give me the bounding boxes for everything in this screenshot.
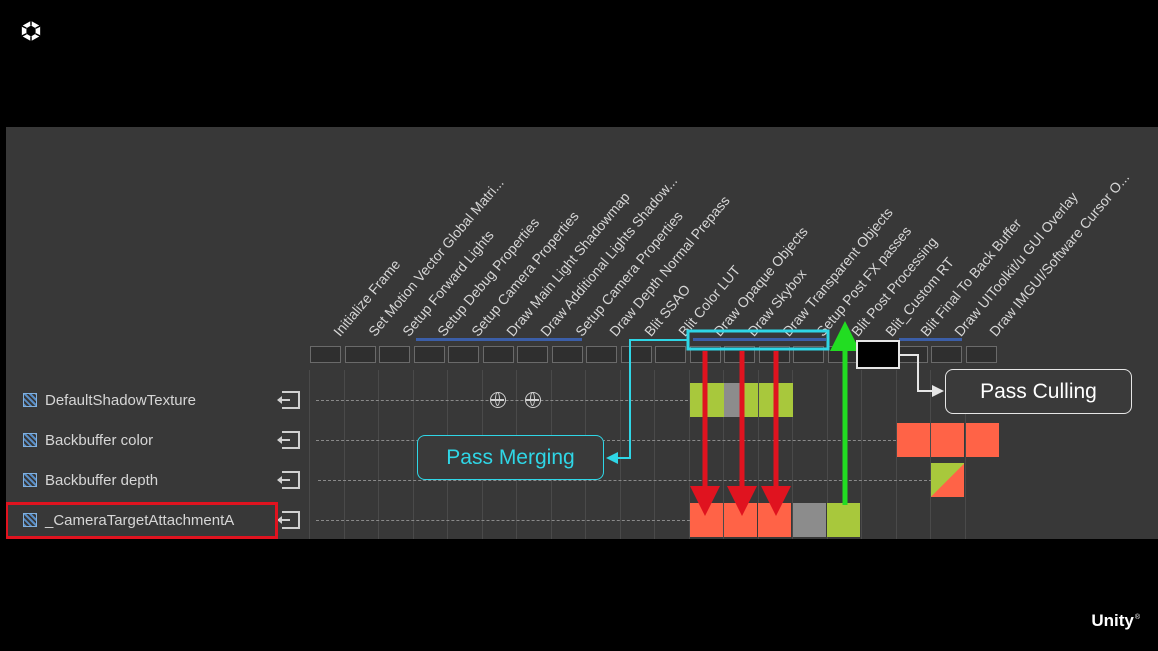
column-divider: [895, 370, 897, 539]
resource-access-cell[interactable]: [793, 503, 826, 537]
pass-header-cell[interactable]: [793, 346, 824, 363]
pass-header-cell[interactable]: [965, 346, 997, 363]
import-icon[interactable]: [277, 511, 300, 529]
column-divider: [964, 370, 966, 539]
column-divider: [412, 370, 414, 539]
pass-header-cell[interactable]: [482, 346, 514, 363]
column-divider: [688, 370, 690, 539]
import-icon[interactable]: [277, 431, 300, 449]
merged-pass-bar: [693, 338, 826, 341]
column-divider: [861, 370, 862, 539]
pass-header-cell[interactable]: [931, 346, 962, 363]
resource-access-cell[interactable]: [707, 383, 724, 417]
resource-access-cell[interactable]: [724, 383, 741, 417]
pass-header-cell[interactable]: [586, 346, 617, 363]
resource-lifetime-line: [316, 440, 896, 441]
unity-wordmark: Unity®: [1091, 611, 1140, 631]
merged-pass-bar: [899, 338, 962, 341]
resource-name: Backbuffer depth: [45, 471, 159, 489]
texture-icon: [23, 513, 37, 527]
column-divider: [619, 370, 621, 539]
texture-icon: [23, 433, 37, 447]
pass-header-cell[interactable]: [517, 346, 548, 363]
globe-icon: [490, 392, 506, 408]
resource-name: _CameraTargetAttachmentA: [45, 511, 235, 529]
column-divider: [792, 370, 793, 539]
pass-header-cell[interactable]: [551, 346, 583, 363]
selected-resource-outline: [6, 502, 278, 539]
pass-header-cell[interactable]: [827, 346, 859, 363]
resource-access-cell[interactable]: [741, 383, 758, 417]
import-icon[interactable]: [277, 391, 300, 409]
texture-icon: [23, 393, 37, 407]
pass-header-cell[interactable]: [310, 346, 341, 363]
column-divider: [757, 370, 759, 539]
pass-culling-callout: Pass Culling: [945, 369, 1132, 414]
column-divider: [343, 370, 345, 539]
column-divider: [930, 370, 931, 539]
merged-pass-bar: [416, 338, 582, 341]
resource-row-label[interactable]: DefaultShadowTexture: [23, 386, 196, 414]
pass-merging-callout: Pass Merging: [417, 435, 604, 480]
pass-label: Draw IMGUI/Software Cursor O...: [985, 169, 1132, 340]
resource-access-cell-readwrite[interactable]: [931, 463, 964, 497]
resource-row-label[interactable]: Backbuffer color: [23, 426, 153, 454]
resource-access-cell[interactable]: [966, 423, 999, 457]
resource-lifetime-line: [318, 480, 932, 481]
pass-header-cell[interactable]: [413, 346, 445, 363]
texture-icon: [23, 473, 37, 487]
pass-header-cell[interactable]: [724, 346, 755, 363]
unity-cube-icon: [21, 20, 41, 42]
resource-access-cell[interactable]: [690, 383, 707, 417]
pass-header-cell[interactable]: [620, 346, 652, 363]
resource-access-cell[interactable]: [897, 423, 930, 457]
resource-access-cell[interactable]: [690, 503, 723, 537]
column-divider: [309, 370, 310, 539]
globe-icon: [525, 392, 541, 408]
resource-access-cell[interactable]: [931, 423, 964, 457]
registered-mark: ®: [1134, 614, 1140, 622]
pass-header-cell[interactable]: [655, 346, 686, 363]
import-icon[interactable]: [277, 471, 300, 489]
column-divider: [654, 370, 655, 539]
resource-name: Backbuffer color: [45, 431, 154, 449]
resource-access-cell[interactable]: [776, 383, 793, 417]
resource-row-label[interactable]: Backbuffer depth: [23, 466, 158, 494]
resource-access-cell[interactable]: [827, 503, 860, 537]
column-divider: [378, 370, 379, 539]
pass-header-cell[interactable]: [862, 346, 893, 363]
resource-lifetime-line: [316, 520, 690, 521]
resource-row-label[interactable]: _CameraTargetAttachmentA: [23, 506, 234, 534]
pass-header-cell[interactable]: [896, 346, 928, 363]
resource-access-cell[interactable]: [759, 383, 776, 417]
pass-header-cell[interactable]: [379, 346, 410, 363]
pass-header-cell[interactable]: [448, 346, 479, 363]
column-divider: [826, 370, 828, 539]
resource-name: DefaultShadowTexture: [45, 391, 196, 409]
resource-access-cell[interactable]: [758, 503, 791, 537]
pass-header-cell[interactable]: [344, 346, 376, 363]
column-divider: [723, 370, 724, 539]
brand-name: Unity: [1091, 611, 1134, 630]
resource-access-cell[interactable]: [724, 503, 757, 537]
pass-header-cell[interactable]: [758, 346, 790, 363]
pass-header-cell[interactable]: [689, 346, 721, 363]
